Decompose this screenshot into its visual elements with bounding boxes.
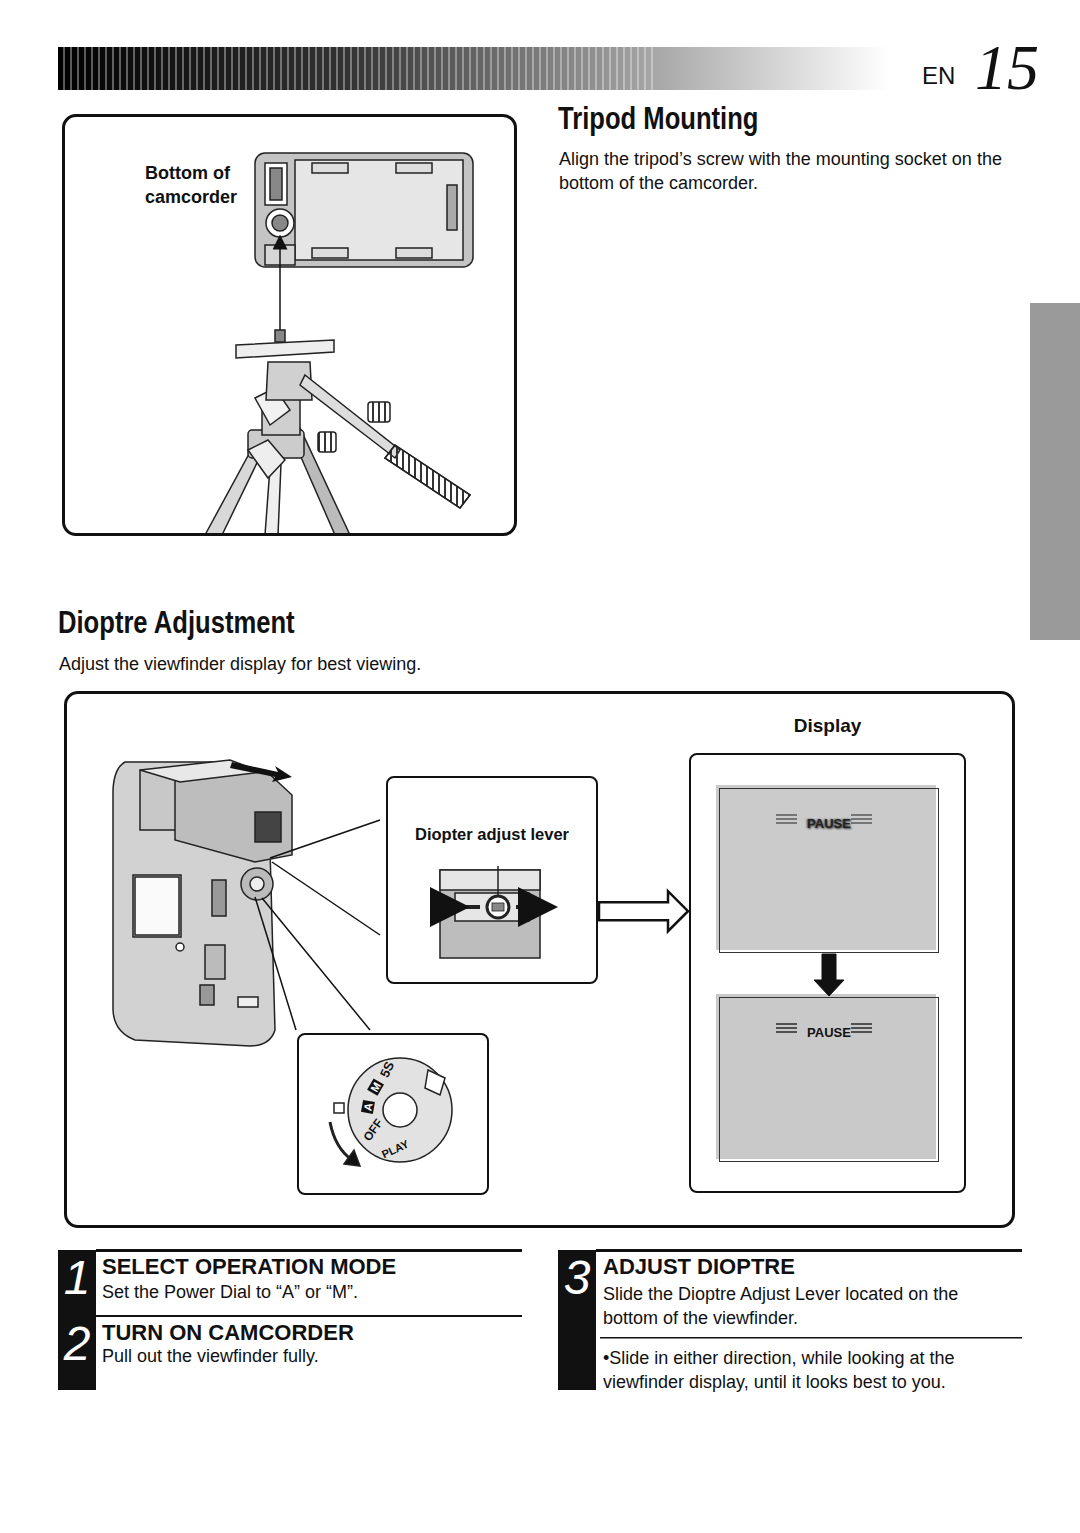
screen-fill	[716, 785, 936, 950]
node-text: Display	[691, 715, 964, 737]
step-bars	[58, 1249, 1022, 1390]
lever-detail	[440, 866, 540, 958]
step-note: •Slide in either direction, while lookin…	[603, 1346, 1018, 1394]
alignment-line	[279, 242, 281, 330]
dial-mark: A	[361, 1100, 375, 1114]
tripod-panel: Bottom of camcorder	[62, 114, 517, 536]
dial-mark: 5S	[377, 1059, 397, 1080]
screen-fill	[716, 994, 936, 1159]
page-number: 15	[975, 36, 1039, 100]
dial-mark: PLAY	[380, 1138, 411, 1161]
node-text: Diopter adjust lever	[388, 824, 596, 844]
leader-lines	[255, 820, 380, 1030]
dial-mark: M	[367, 1078, 384, 1095]
block-arrow	[599, 891, 688, 931]
dioptre-panel: Diopter adjust lever 5SMA OFFPLAY DisplayPA…	[64, 691, 1015, 1228]
lever-inset: Diopter adjust lever	[386, 776, 598, 984]
header-bar	[58, 47, 888, 90]
side-tab	[1030, 303, 1080, 640]
step-heading: TURN ON CAMCORDER	[102, 1320, 354, 1346]
tripod	[205, 330, 470, 535]
step-heading: ADJUST DIOPTRE	[603, 1254, 795, 1280]
pull-arrow	[230, 762, 292, 782]
pause-stripes	[776, 815, 872, 1032]
section-heading: Dioptre Adjustment	[58, 604, 295, 641]
viewfinder-screen: PAUSE	[719, 788, 939, 953]
step-number: 3	[558, 1250, 596, 1306]
node-text: PAUSE	[720, 816, 938, 832]
step-number: 2	[58, 1316, 96, 1372]
node-text: PAUSE	[720, 1025, 938, 1041]
viewfinder-screen: PAUSE	[719, 997, 939, 1162]
section-heading: Tripod Mounting	[558, 100, 758, 137]
dial-inset: 5SMA OFFPLAY	[297, 1033, 489, 1195]
step-text: Pull out the viewfinder fully.	[102, 1346, 319, 1367]
step-number: 1	[58, 1250, 96, 1306]
dial-mark: OFF	[360, 1116, 385, 1144]
body-text: Adjust the viewfinder display for best v…	[59, 654, 421, 675]
body-text: Align the tripod’s screw with the mounti…	[559, 148, 1009, 195]
display-panel: DisplayPAUSEPAUSE	[689, 753, 966, 1193]
step-text: Set the Power Dial to “A” or “M”.	[102, 1282, 358, 1303]
power-dial	[330, 1058, 452, 1166]
camcorder-bottom	[255, 153, 473, 267]
step-text: Slide the Dioptre Adjust Lever located o…	[603, 1282, 1018, 1330]
node-text: Bottom of camcorder	[145, 161, 270, 209]
block-arrow	[814, 954, 844, 996]
lang-code: EN	[922, 62, 955, 90]
step-heading: SELECT OPERATION MODE	[102, 1254, 396, 1280]
